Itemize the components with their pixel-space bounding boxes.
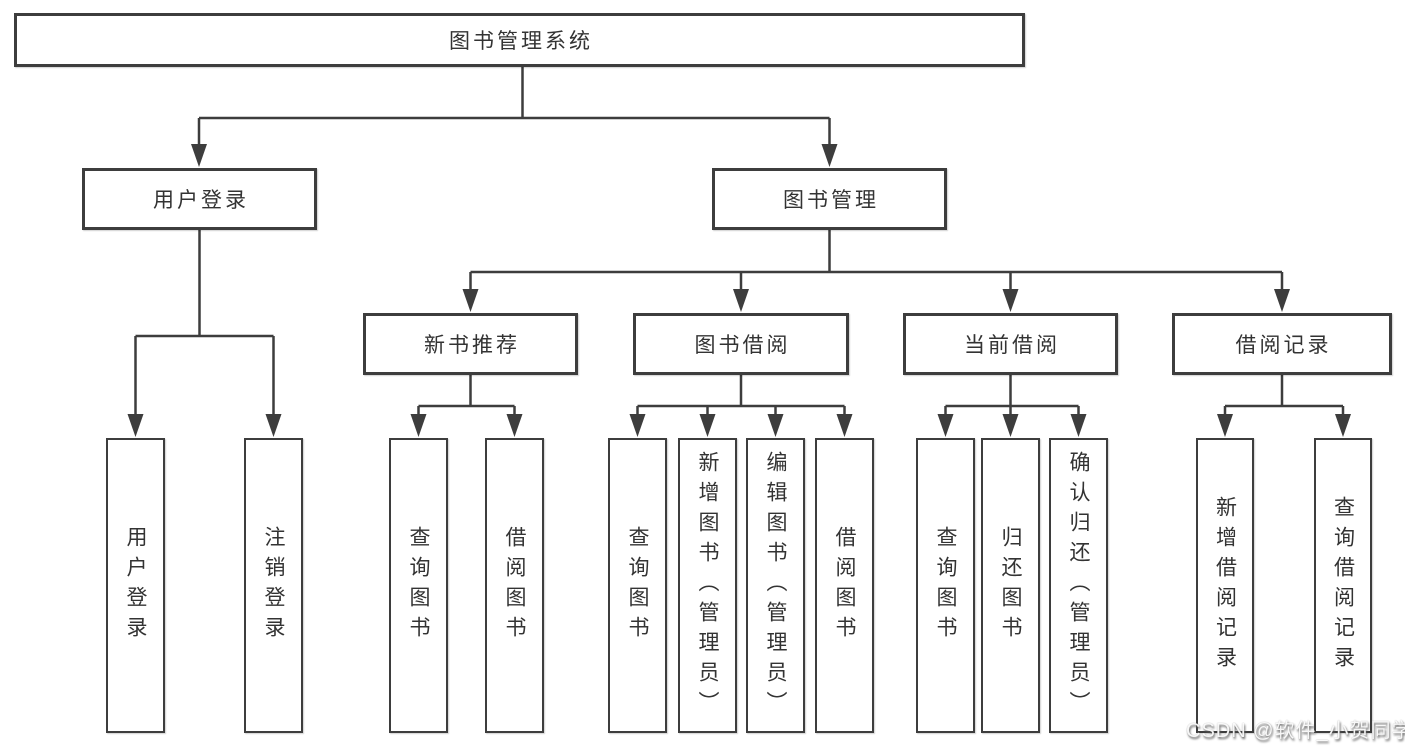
leaf-borrow-book-recommend: 借阅图书 — [485, 438, 544, 733]
leaf-borrow-book-label: 借阅图书 — [833, 525, 856, 646]
node-new-book-recommend: 新书推荐 — [363, 313, 578, 375]
leaf-borrow-book: 借阅图书 — [815, 438, 874, 733]
node-book-management: 图书管理 — [712, 168, 947, 230]
leaf-add-borrow-record-label: 新增借阅记录 — [1213, 495, 1237, 676]
leaf-add-book-admin: 新增图书（管理员） — [678, 438, 737, 733]
node-user-login-label: 用户登录 — [153, 189, 249, 212]
leaf-return-book-label: 归还图书 — [999, 525, 1022, 646]
node-borrow-record-label: 借阅记录 — [1235, 334, 1332, 357]
leaf-query-book-borrow-label: 查询图书 — [626, 525, 649, 646]
leaf-confirm-return-admin: 确认归还（管理员） — [1049, 438, 1108, 733]
node-root-system: 图书管理系统 — [14, 13, 1025, 67]
leaf-add-book-admin-label: 新增图书（管理员） — [696, 450, 719, 721]
node-new-book-recommend-label: 新书推荐 — [424, 334, 520, 357]
leaf-confirm-return-admin-label: 确认归还（管理员） — [1067, 450, 1090, 721]
leaf-query-book-current-label: 查询图书 — [934, 525, 957, 646]
leaf-query-book-recommend-label: 查询图书 — [407, 525, 430, 646]
leaf-user-login: 用户登录 — [106, 438, 165, 733]
leaf-return-book: 归还图书 — [981, 438, 1040, 733]
leaf-edit-book-admin-label: 编辑图书（管理员） — [764, 450, 787, 721]
leaf-add-borrow-record: 新增借阅记录 — [1196, 438, 1254, 733]
leaf-logout: 注销登录 — [244, 438, 303, 733]
leaf-query-book-current: 查询图书 — [916, 438, 975, 733]
node-book-management-label: 图书管理 — [783, 189, 879, 212]
leaf-user-login-label: 用户登录 — [124, 525, 147, 646]
leaf-query-borrow-record-label: 查询借阅记录 — [1331, 495, 1355, 676]
csdn-watermark: CSDN @软件_小贺同学 — [1186, 720, 1405, 742]
leaf-borrow-book-recommend-label: 借阅图书 — [503, 525, 526, 646]
leaf-query-book-recommend: 查询图书 — [389, 438, 448, 733]
node-current-borrow: 当前借阅 — [903, 313, 1118, 375]
node-user-login: 用户登录 — [82, 168, 317, 230]
leaf-logout-label: 注销登录 — [262, 525, 285, 646]
node-book-borrow: 图书借阅 — [633, 313, 849, 375]
node-book-borrow-label: 图书借阅 — [694, 334, 791, 357]
node-current-borrow-label: 当前借阅 — [964, 334, 1060, 357]
leaf-edit-book-admin: 编辑图书（管理员） — [746, 438, 805, 733]
node-borrow-record: 借阅记录 — [1172, 313, 1392, 375]
node-root-label: 图书管理系统 — [449, 30, 593, 53]
leaf-query-borrow-record: 查询借阅记录 — [1314, 438, 1372, 733]
leaf-query-book-borrow: 查询图书 — [608, 438, 667, 733]
